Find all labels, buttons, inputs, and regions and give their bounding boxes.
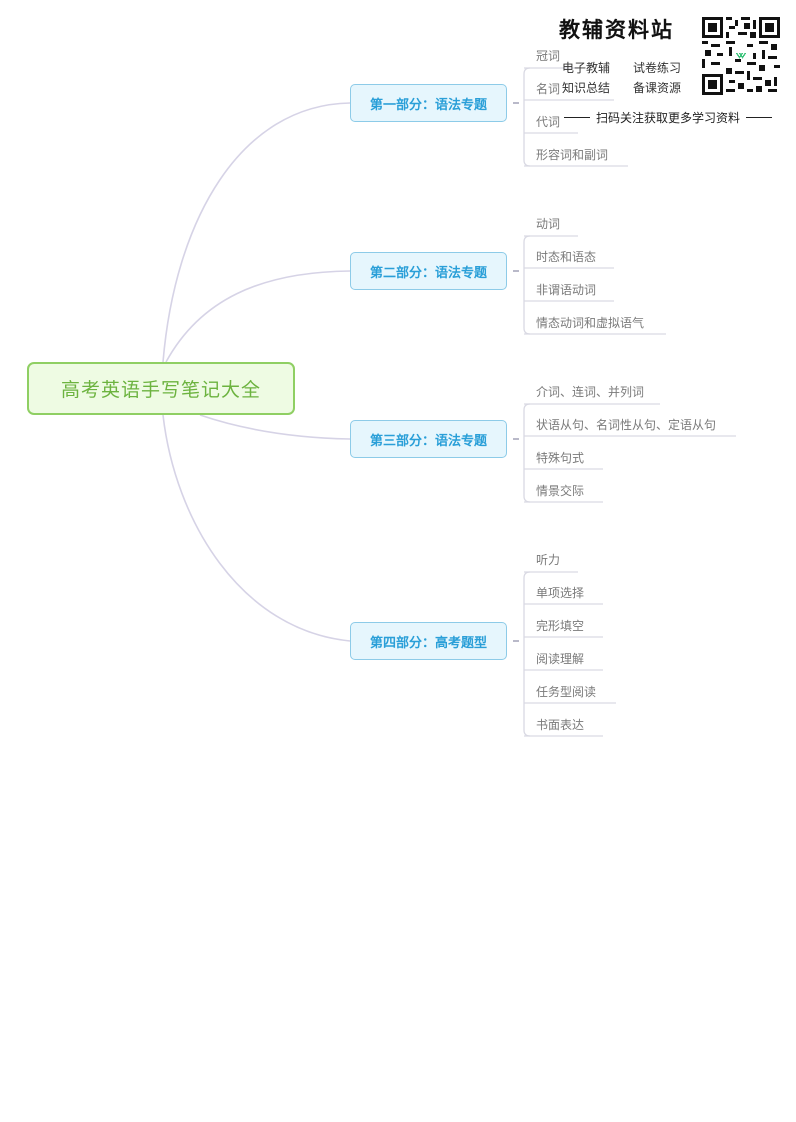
collapse-dash-icon[interactable] (513, 640, 519, 642)
leaf-node[interactable]: 动词 (536, 217, 561, 231)
leaf-node[interactable]: 时态和语态 (536, 250, 597, 264)
leaf-node[interactable]: 听力 (536, 553, 561, 567)
header-tag: 试卷练习 (633, 61, 682, 75)
leaf-node[interactable]: 介词、连词、并列词 (536, 385, 645, 399)
topic-node-label: 第三部分：语法专题 (369, 433, 487, 449)
leaf-node[interactable]: 单项选择 (536, 586, 585, 600)
leaf-node[interactable]: 阅读理解 (536, 652, 585, 666)
leaf-node[interactable]: 书面表达 (536, 718, 585, 732)
leaf-node[interactable]: 代词 (536, 115, 561, 129)
header-tag: 电子教辅 (562, 61, 611, 75)
collapse-dash-icon[interactable] (513, 270, 519, 272)
topic-node-1[interactable]: 第一部分：语法专题 (350, 84, 507, 122)
site-logo: 教辅资料站 (559, 18, 674, 42)
leaf-node[interactable]: 情景交际 (536, 484, 585, 498)
slogan-text: 扫码关注获取更多学习资料 (596, 111, 741, 125)
collapse-dash-icon[interactable] (513, 438, 519, 440)
header-tag: 备课资源 (633, 81, 682, 95)
leaf-node[interactable]: 任务型阅读 (536, 685, 597, 699)
topic-node-4[interactable]: 第四部分：高考题型 (350, 622, 507, 660)
collapse-dash-icon[interactable] (513, 102, 519, 104)
topic-node-2[interactable]: 第二部分：语法专题 (350, 252, 507, 290)
leaf-node[interactable]: 名词 (536, 82, 561, 96)
qr-code-icon[interactable] (702, 17, 780, 95)
topic-node-label: 第一部分：语法专题 (369, 97, 487, 113)
leaf-node[interactable]: 情态动词和虚拟语气 (536, 316, 645, 330)
topic-node-3[interactable]: 第三部分：语法专题 (350, 420, 507, 458)
leaf-node[interactable]: 完形填空 (536, 619, 585, 633)
header-slogan: 扫码关注获取更多学习资料 (558, 109, 778, 126)
slogan-rule-left (564, 117, 590, 118)
leaf-node[interactable]: 状语从句、名词性从句、定语从句 (536, 418, 717, 432)
leaf-node[interactable]: 冠词 (536, 49, 561, 63)
root-node[interactable]: 高考英语手写笔记大全 (27, 362, 295, 415)
leaf-node[interactable]: 形容词和副词 (536, 148, 609, 162)
leaf-node[interactable]: 特殊句式 (536, 451, 585, 465)
leaf-node[interactable]: 非谓语动词 (536, 283, 597, 297)
slogan-rule-right (746, 117, 773, 118)
header-tag: 知识总结 (562, 81, 611, 95)
root-node-label: 高考英语手写笔记大全 (60, 379, 261, 401)
topic-node-label: 第四部分：高考题型 (369, 635, 487, 651)
topic-node-label: 第二部分：语法专题 (369, 265, 487, 281)
